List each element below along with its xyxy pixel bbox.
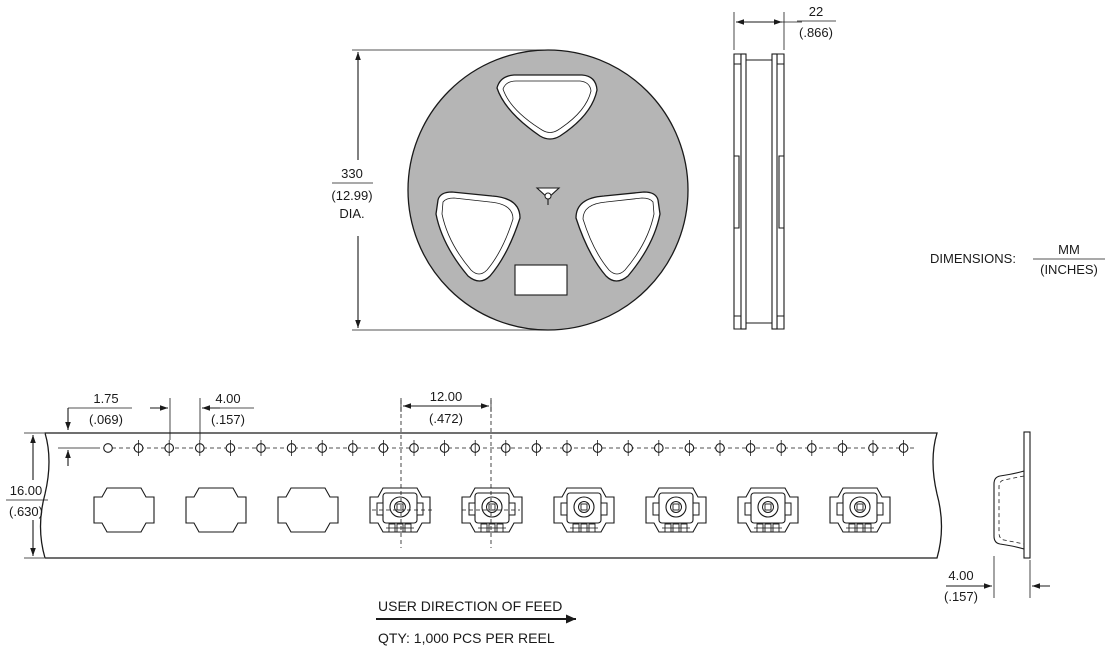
sprocket-hole [745, 440, 756, 456]
empty-pocket [185, 487, 247, 533]
tape-side-profile [946, 431, 1050, 598]
sprocket-hole [592, 440, 603, 456]
sprocket-hole [653, 440, 664, 456]
rotary-component [652, 492, 700, 533]
loaded-pocket [553, 487, 615, 533]
sprocket-hole [439, 440, 450, 456]
reel-width-mm: 22 [809, 4, 823, 19]
rotary-component [468, 492, 516, 533]
hole-pitch-mm: 4.00 [215, 391, 240, 406]
sprocket-hole [470, 440, 481, 456]
feed-direction-label: USER DIRECTION OF FEED [378, 598, 562, 614]
sprocket-hole [715, 440, 725, 456]
sprocket-hole [837, 440, 848, 456]
sprocket-hole [164, 440, 175, 456]
pocket-pitch-dimension [400, 398, 492, 412]
reel-side-view [733, 53, 785, 330]
reel-window-right [575, 191, 661, 282]
tape-width-dimension [6, 432, 48, 559]
sprocket-hole [286, 440, 297, 456]
reel-width-in: (.866) [799, 25, 833, 40]
hole-pitch-dimension [150, 398, 254, 440]
quantity-note: QTY: 1,000 PCS PER REEL [378, 630, 555, 646]
sprocket-hole [684, 440, 695, 456]
pocket-pitch-in: (.472) [429, 411, 463, 426]
sprocket-holes [103, 440, 909, 456]
sprocket-hole [256, 440, 266, 456]
hole-edge-offset-dimension [58, 407, 132, 466]
pocket-depth-in: (.157) [944, 589, 978, 604]
sprocket-hole [868, 440, 878, 456]
hole-pitch-in: (.157) [211, 412, 245, 427]
loaded-pocket [829, 487, 891, 533]
reel-window-top [496, 74, 598, 140]
reel-window-left [435, 191, 521, 282]
units-legend-label: DIMENSIONS: [930, 251, 1016, 266]
rotary-component [836, 492, 884, 533]
sprocket-hole [347, 440, 358, 456]
sprocket-hole [409, 440, 419, 456]
reel-front-view [407, 49, 689, 331]
hole-edge-offset-in: (.069) [89, 412, 123, 427]
sprocket-hole [806, 440, 817, 456]
empty-pocket [277, 487, 339, 533]
reel-diameter-in: (12.99) [331, 188, 372, 203]
rotary-component [560, 492, 608, 533]
reel-diameter-mm: 330 [341, 166, 363, 181]
sprocket-hole [194, 440, 205, 456]
sprocket-hole [623, 440, 634, 456]
tape-width-mm: 16.00 [10, 483, 43, 498]
sprocket-hole [898, 440, 909, 456]
hole-edge-offset-mm: 1.75 [93, 391, 118, 406]
reel-diameter-dimension [332, 49, 544, 331]
sprocket-hole [378, 440, 389, 456]
sprocket-hole-first [103, 443, 113, 453]
pocket-pitch-mm: 12.00 [430, 389, 463, 404]
pocket-depth-mm: 4.00 [948, 568, 973, 583]
sprocket-hole [133, 440, 144, 456]
rotary-component [744, 492, 792, 533]
sprocket-hole [776, 440, 787, 456]
units-legend-inches: (INCHES) [1040, 262, 1098, 277]
pocket-centerlines [372, 400, 520, 548]
reel-diameter-suffix: DIA. [339, 206, 364, 221]
sprocket-hole [317, 440, 328, 456]
reel-width-dimension [733, 12, 836, 50]
sprocket-hole [531, 440, 542, 456]
sprocket-hole [225, 440, 236, 456]
loaded-pocket [645, 487, 707, 533]
tape-width-in: (.630) [9, 504, 43, 519]
reel-label-area [514, 264, 568, 296]
loaded-pocket [737, 487, 799, 533]
units-legend-mm: MM [1058, 242, 1080, 257]
empty-pocket [93, 487, 155, 533]
sprocket-hole [500, 440, 511, 456]
sprocket-hole [562, 440, 572, 456]
reel-hub-icon [535, 187, 561, 205]
